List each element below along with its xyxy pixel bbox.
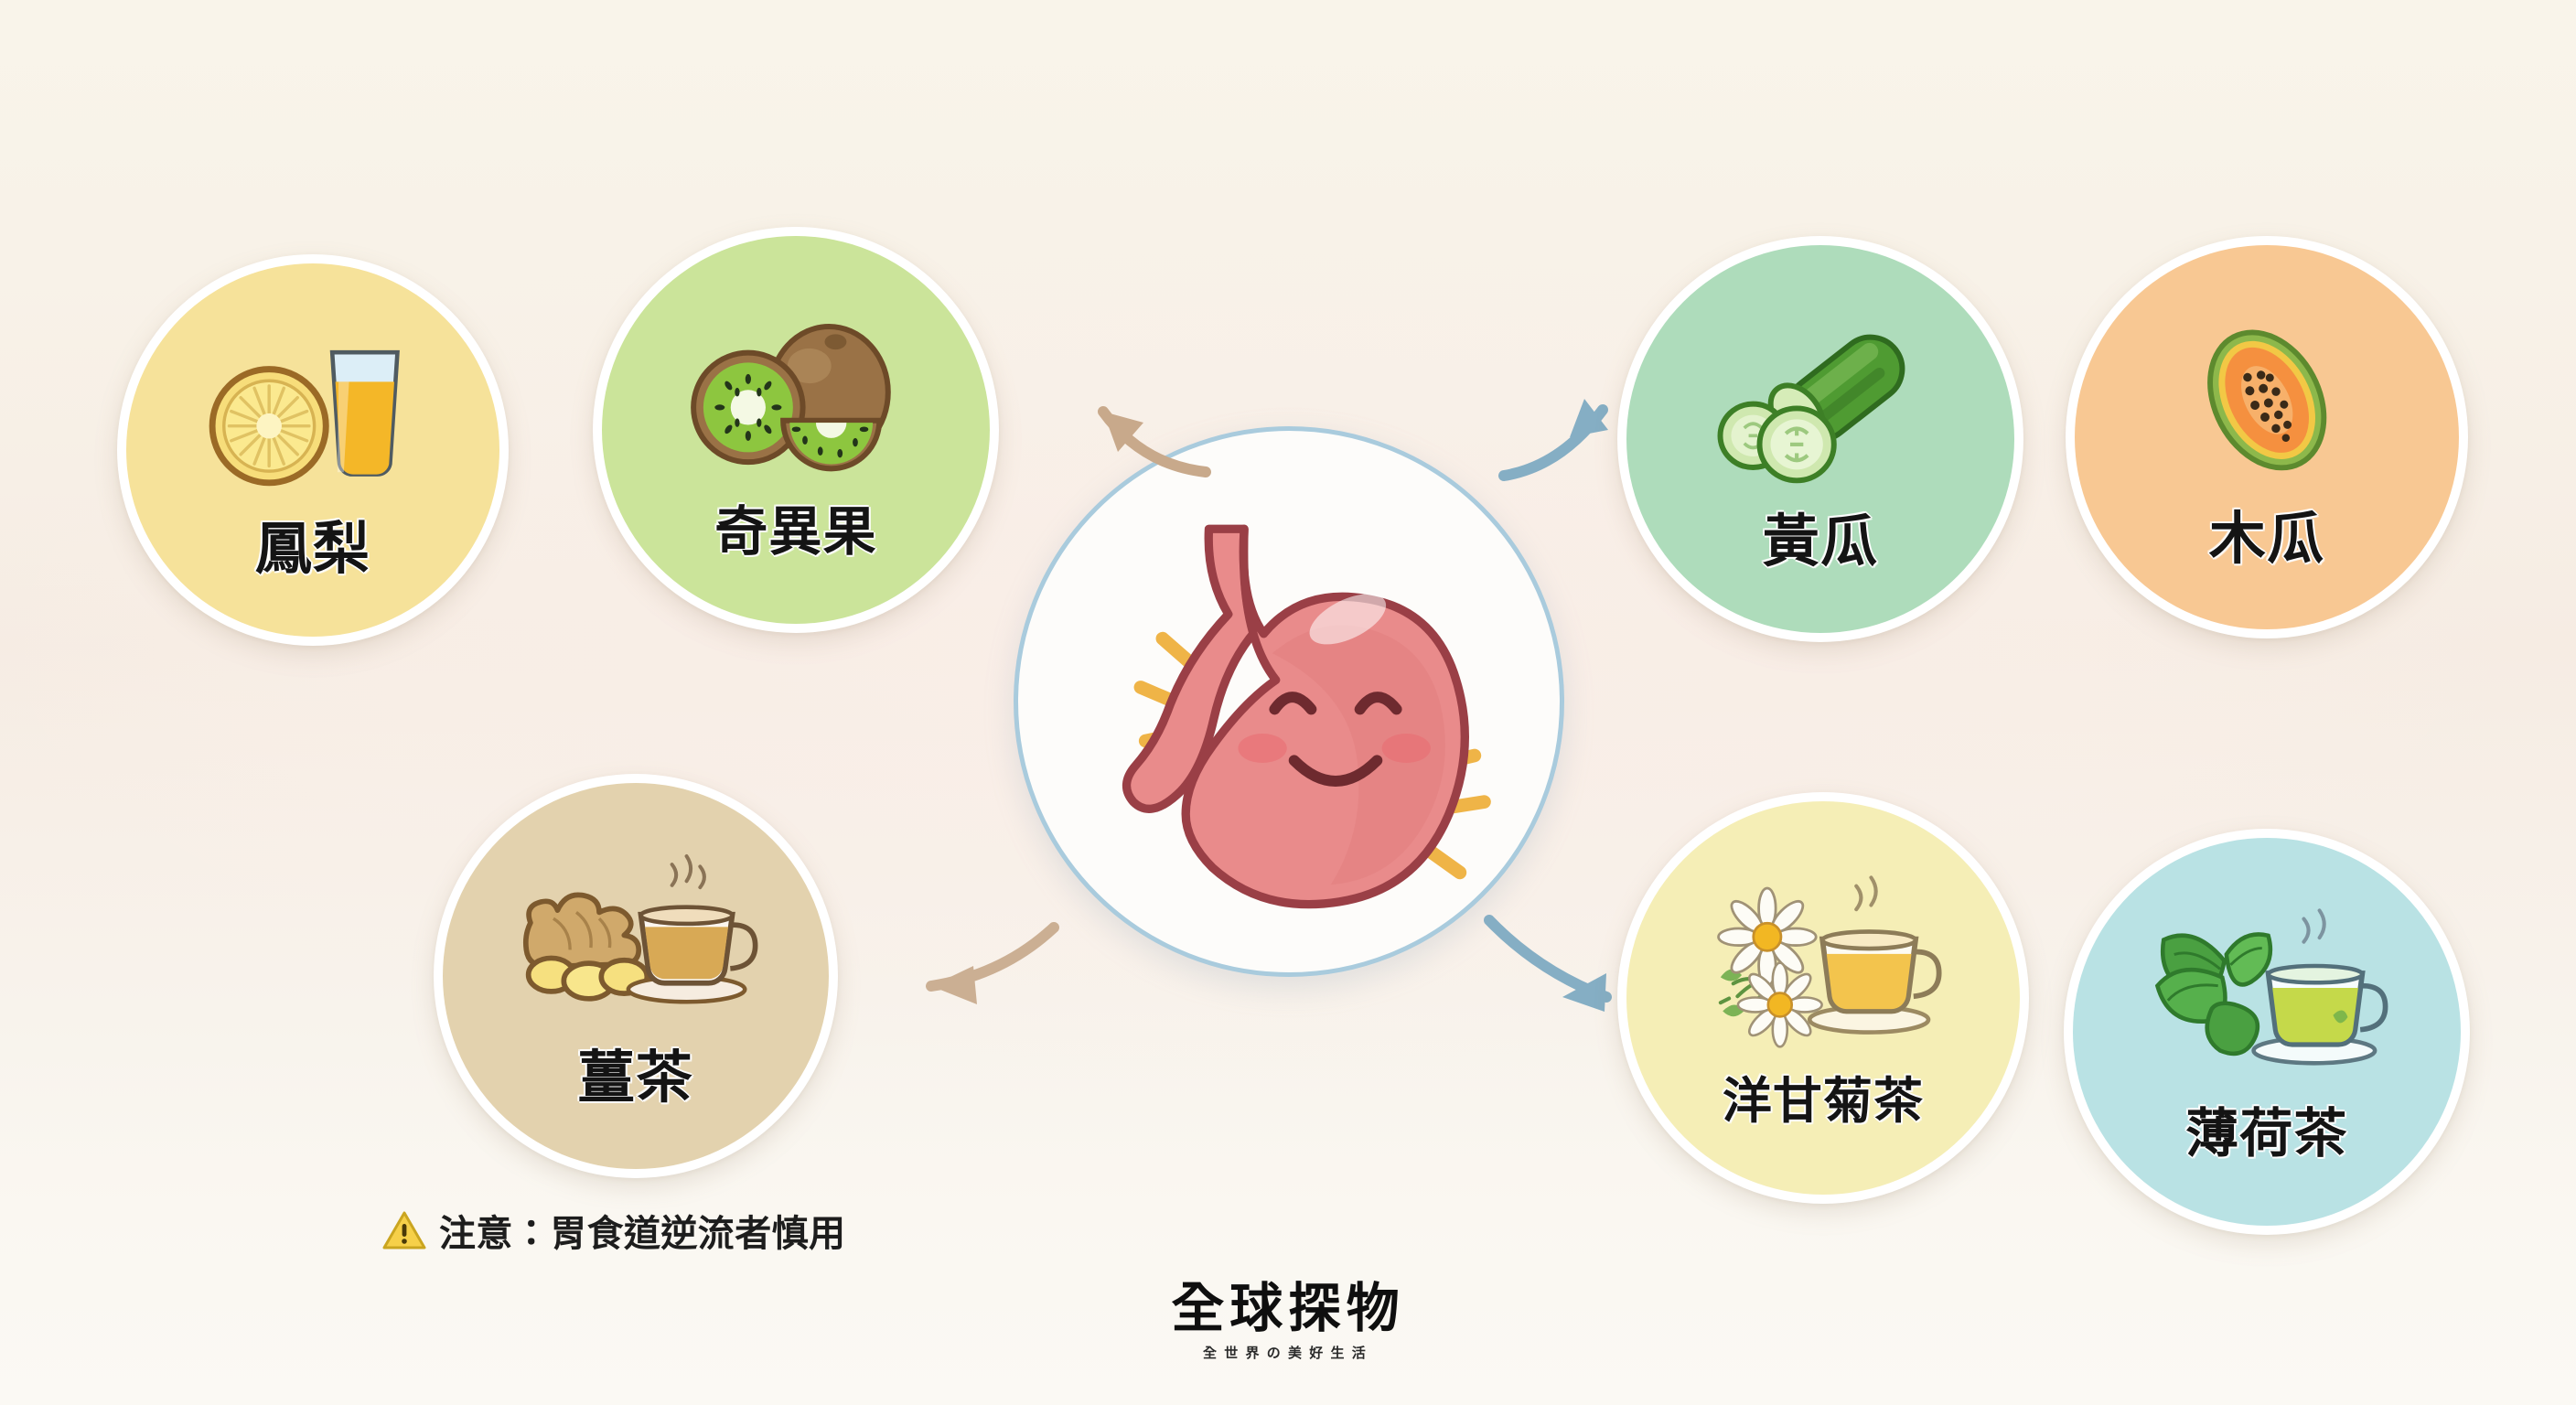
brand-watermark: 全球探物 全世界の美好生活 [0, 1279, 2576, 1361]
warning-text: 注意：胃食道逆流者慎用 [439, 1214, 846, 1254]
warning-triangle-icon [382, 1211, 426, 1249]
left-blush [1238, 733, 1287, 763]
food-label-kiwi: 奇異果 [714, 501, 877, 562]
right-eye [1354, 691, 1402, 714]
arrow-to-right-top [1491, 348, 1711, 485]
arrow-to-left-bottom [825, 922, 1063, 1045]
mint-leaf-and-teacup-icon [2147, 908, 2388, 1083]
chamomile-flower-and-teacup-icon [1701, 875, 1946, 1052]
stomach-mascot-bubble [1014, 426, 1564, 977]
food-label-peppermint-tea: 薄荷茶 [2185, 1103, 2348, 1164]
stomach-body [1181, 524, 1469, 908]
brand-tagline: 全世界の美好生活 [1202, 1346, 1373, 1361]
cucumber-slices-icon [1701, 316, 1941, 488]
stomach-highlight [1309, 593, 1386, 645]
arrow-to-right-bottom [1484, 915, 1712, 1061]
stomach-icon [1122, 524, 1491, 908]
left-eye [1269, 691, 1316, 714]
food-bubble-chamomile-tea[interactable]: 洋甘菊茶 [1617, 792, 2029, 1204]
stomach-shading [1272, 624, 1445, 885]
food-bubble-peppermint-tea[interactable]: 薄荷茶 [2064, 829, 2470, 1235]
food-label-cucumber: 黃瓜 [1762, 509, 1879, 574]
food-bubble-ginger-tea[interactable]: 薑茶 [434, 774, 838, 1178]
food-label-pineapple: 鳳梨 [254, 517, 371, 581]
smile-mouth [1288, 754, 1382, 787]
ginger-root-and-teacup-icon [516, 853, 758, 1024]
food-bubble-cucumber[interactable]: 黃瓜 [1617, 236, 2023, 642]
food-label-chamomile-tea: 洋甘菊茶 [1722, 1073, 1925, 1129]
food-label-papaya: 木瓜 [2208, 507, 2325, 571]
pineapple-slice-and-juice-icon [198, 330, 429, 495]
warning-note: 注意：胃食道逆流者慎用 [382, 1204, 845, 1257]
food-bubble-papaya[interactable]: 木瓜 [2066, 236, 2468, 638]
right-blush [1381, 733, 1431, 763]
kiwi-fruit-icon [676, 310, 917, 481]
food-bubble-kiwi[interactable]: 奇異果 [593, 227, 999, 633]
food-label-ginger-tea: 薑茶 [577, 1046, 694, 1110]
stomach-lower-curve [1122, 524, 1260, 813]
papaya-half-icon [2148, 316, 2386, 485]
arrow-to-left-top [1001, 359, 1220, 487]
food-bubble-pineapple[interactable]: 鳳梨 [117, 254, 509, 646]
brand-name: 全球探物 [1171, 1279, 1405, 1338]
